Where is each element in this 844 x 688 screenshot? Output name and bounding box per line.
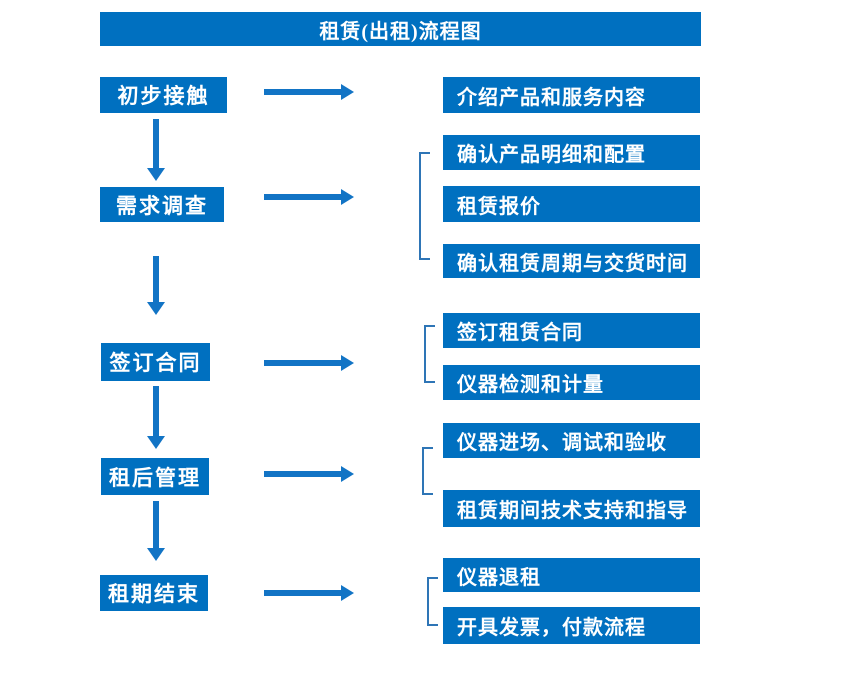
step-box-demand-survey: 需求调查 <box>100 187 224 222</box>
flowchart-title: 租赁(出租)流程图 <box>100 12 701 46</box>
right-arrow-shaft <box>264 360 341 366</box>
down-arrow-4 <box>146 501 165 561</box>
right-arrow-head <box>341 466 354 482</box>
step-box-rental-end: 租期结束 <box>100 575 208 611</box>
detail-box-technical-support-during-rental: 租赁期间技术支持和指导 <box>443 490 700 527</box>
right-arrow-4 <box>264 466 354 482</box>
right-arrow-3 <box>264 355 354 371</box>
down-arrow-shaft <box>152 501 159 548</box>
right-arrow-shaft <box>264 471 341 477</box>
step-box-initial-contact: 初步接触 <box>100 77 227 113</box>
down-arrow-shaft <box>152 386 159 436</box>
right-arrow-shaft <box>264 590 341 596</box>
detail-box-invoice-payment-process: 开具发票，付款流程 <box>443 607 700 644</box>
right-arrow-shaft <box>264 194 341 200</box>
step-box-sign-contract: 签订合同 <box>101 343 210 381</box>
group-bracket-sign-contract <box>424 325 435 383</box>
detail-box-confirm-rental-period-delivery: 确认租赁周期与交货时间 <box>443 244 700 278</box>
down-arrow-shaft <box>152 256 159 302</box>
detail-box-introduce-products-services: 介绍产品和服务内容 <box>443 77 700 113</box>
down-arrow-shaft <box>152 119 159 168</box>
right-arrow-2 <box>264 189 354 205</box>
group-bracket-post-rental-management <box>422 447 433 495</box>
group-bracket-demand-survey <box>419 152 430 260</box>
detail-box-instrument-testing-metering: 仪器检测和计量 <box>443 365 700 400</box>
right-arrow-head <box>341 355 354 371</box>
down-arrow-head <box>146 436 165 449</box>
step-box-post-rental-management: 租后管理 <box>101 458 209 495</box>
right-arrow-shaft <box>264 89 341 95</box>
right-arrow-5 <box>264 585 354 601</box>
down-arrow-2 <box>146 256 165 315</box>
detail-box-rental-quotation: 租赁报价 <box>443 186 700 222</box>
down-arrow-head <box>146 548 165 561</box>
down-arrow-head <box>146 168 165 181</box>
detail-box-sign-rental-contract: 签订租赁合同 <box>443 313 700 348</box>
detail-box-instrument-return: 仪器退租 <box>443 558 700 592</box>
right-arrow-1 <box>264 84 354 100</box>
right-arrow-head <box>341 585 354 601</box>
right-arrow-head <box>341 189 354 205</box>
down-arrow-1 <box>146 119 165 181</box>
group-bracket-rental-end <box>427 577 438 626</box>
detail-box-confirm-product-details-config: 确认产品明细和配置 <box>443 135 700 170</box>
detail-box-instrument-entry-commissioning-acceptance: 仪器进场、调试和验收 <box>443 423 700 458</box>
right-arrow-head <box>341 84 354 100</box>
down-arrow-3 <box>146 386 165 449</box>
down-arrow-head <box>146 302 165 315</box>
